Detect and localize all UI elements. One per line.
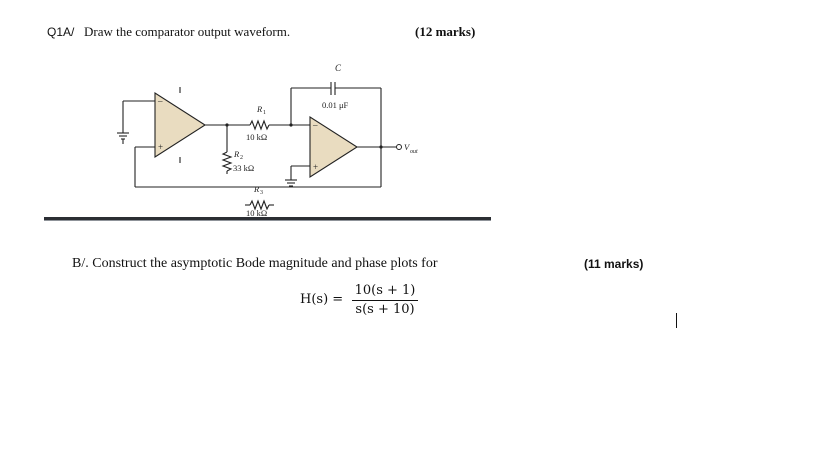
text-cursor (676, 313, 677, 328)
capacitor-label: C (335, 63, 342, 73)
r2-subscript: 2 (240, 155, 243, 161)
integrator-opamp (309, 115, 359, 179)
ground-icon (285, 179, 297, 187)
section-divider (44, 217, 491, 220)
equation-numerator: 10(s + 1) (354, 283, 416, 298)
section-divider-shadow (44, 220, 491, 221)
svg-text:+: + (313, 162, 318, 172)
question-prompt: Draw the comparator output waveform. (84, 24, 291, 39)
r1-subscript: 1 (263, 110, 266, 116)
comparator-opamp (154, 91, 207, 159)
svg-text:–: – (312, 120, 318, 130)
capacitor-value: 0.01 μF (322, 100, 349, 110)
r1-label: R (256, 104, 263, 114)
svg-text:–: – (157, 96, 163, 106)
r3-value: 10 kΩ (246, 208, 267, 218)
svg-text:+: + (158, 142, 163, 152)
equation-lhs: H(s) = (300, 292, 344, 307)
comparator-circuit-diagram: – + – + C 0.01 μF R 1 10 kΩ R 2 33 kΩ R … (117, 63, 418, 218)
r1-value: 10 kΩ (246, 132, 267, 142)
fraction-bar (352, 300, 418, 301)
equation-denominator: s(s + 10) (355, 302, 415, 317)
question-number: Q1A/ (47, 25, 75, 39)
ground-icon (117, 132, 129, 144)
part-b-marks: (11 marks) (584, 257, 644, 271)
r3-subscript: 3 (260, 190, 263, 196)
r2-label: R (233, 149, 240, 159)
equation-fraction: 10(s + 1) s(s + 10) (352, 283, 418, 317)
vout-subscript: out (410, 149, 418, 155)
vout-label: V (404, 142, 411, 152)
question-marks: (12 marks) (415, 24, 476, 39)
part-b-prompt: B/. Construct the asymptotic Bode magnit… (72, 256, 438, 271)
r3-label: R (253, 184, 260, 194)
r2-value: 33 kΩ (233, 163, 254, 173)
